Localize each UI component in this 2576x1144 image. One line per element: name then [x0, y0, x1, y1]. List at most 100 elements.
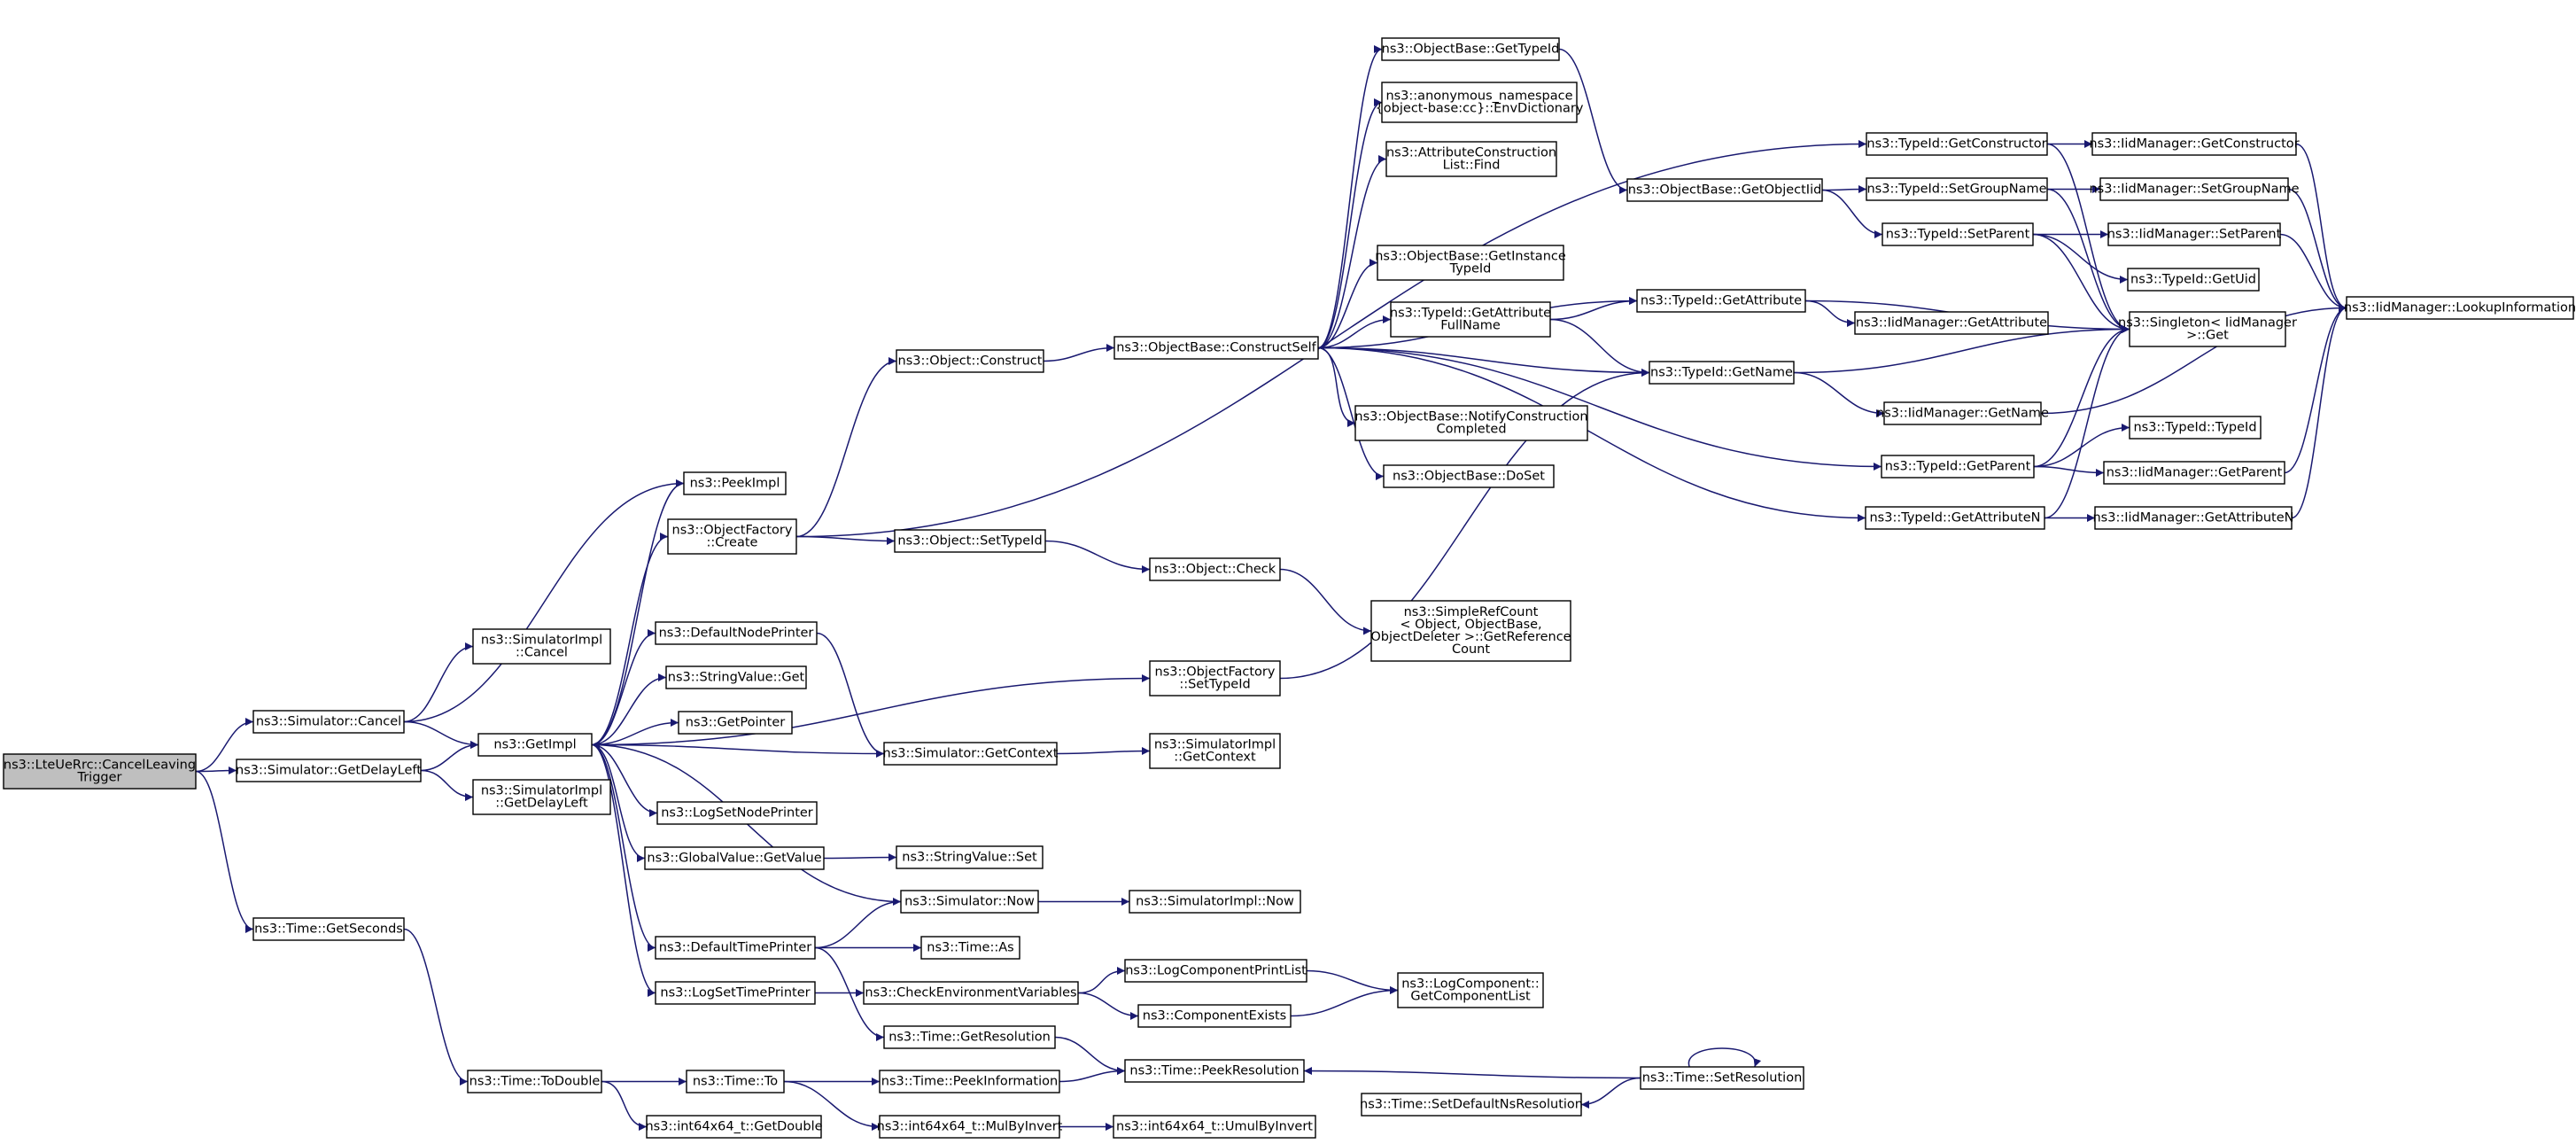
graph-node-simImplGetContext[interactable]: ns3::SimulatorImpl::GetContext	[1149, 733, 1281, 769]
graph-node-typeIdGetConstructor[interactable]: ns3::TypeId::GetConstructor	[1866, 132, 2048, 156]
graph-node-defaultNodePrinter[interactable]: ns3::DefaultNodePrinter	[655, 621, 818, 645]
node-label: Completed	[1436, 423, 1506, 437]
graph-node-peekImpl[interactable]: ns3::PeekImpl	[683, 471, 787, 495]
graph-node-objectSetTypeId[interactable]: ns3::Object::SetTypeId	[894, 529, 1046, 553]
node-label: ns3::IidManager::GetConstructor	[2089, 137, 2299, 152]
node-label: ns3::TypeId::GetUid	[2130, 273, 2256, 287]
node-label: ::GetContext	[1174, 751, 1256, 765]
node-box	[883, 1025, 1056, 1049]
call-edge-timeSetResolution-to-timeSetResolution	[1688, 1047, 1762, 1068]
graph-node-typeIdGetAttribute[interactable]: ns3::TypeId::GetAttribute	[1636, 289, 1806, 313]
graph-node-envDictionary[interactable]: ns3::anonymous_namespace{object-base:cc}…	[1376, 82, 1584, 123]
graph-node-typeIdGetAttributeN[interactable]: ns3::TypeId::GetAttributeN	[1865, 506, 2045, 530]
graph-node-timeTo[interactable]: ns3::Time::To	[686, 1070, 785, 1093]
graph-node-simGetDelayLeft[interactable]: ns3::Simulator::GetDelayLeft	[236, 759, 422, 782]
node-label: ns3::TypeId::GetParent	[1885, 460, 2031, 474]
graph-node-checkEnvVars[interactable]: ns3::CheckEnvironmentVariables	[863, 981, 1079, 1005]
graph-node-iidMgrGetName[interactable]: ns3::IidManager::GetName	[1876, 401, 2049, 425]
graph-node-typeIdGetName[interactable]: ns3::TypeId::GetName	[1649, 361, 1795, 385]
graph-node-iidMgrGetAttribute[interactable]: ns3::IidManager::GetAttribute	[1854, 311, 2049, 335]
graph-node-timeSetResolution[interactable]: ns3::Time::SetResolution	[1640, 1066, 1804, 1090]
graph-node-logComponentGetList[interactable]: ns3::LogComponent::GetComponentList	[1397, 972, 1544, 1008]
call-edge-objectConstruct-to-objBaseConstructSelf	[1043, 344, 1115, 362]
node-label: ns3::SimulatorImpl	[481, 784, 602, 798]
graph-node-timePeekResolution[interactable]: ns3::Time::PeekResolution	[1124, 1059, 1305, 1083]
graph-node-logSetTimePrinter[interactable]: ns3::LogSetTimePrinter	[655, 981, 816, 1005]
graph-node-componentExists[interactable]: ns3::ComponentExists	[1137, 1004, 1292, 1028]
graph-node-int64MulByInvert[interactable]: ns3::int64x64_t::MulByInvert	[877, 1115, 1063, 1139]
graph-node-iidMgrLookupInformation[interactable]: ns3::IidManager::LookupInformation	[2344, 296, 2576, 320]
graph-node-typeIdTypeId[interactable]: ns3::TypeId::TypeId	[2129, 416, 2262, 440]
graph-node-int64UmulByInvert[interactable]: ns3::int64x64_t::UmulByInvert	[1113, 1115, 1316, 1139]
call-edge-objectCheck-to-simpleRefCount	[1279, 568, 1372, 635]
call-edge-typeIdGetName-to-iidMgrGetName	[1793, 371, 1885, 417]
graph-node-objectCheck[interactable]: ns3::Object::Check	[1149, 557, 1281, 581]
graph-node-simpleRefCount[interactable]: ns3::SimpleRefCount< Object, ObjectBase,…	[1370, 600, 1571, 662]
node-label: ns3::GetPointer	[686, 716, 786, 730]
call-edge-globalValueGetValue-to-stringValueSet	[823, 853, 897, 862]
graph-node-timeAs[interactable]: ns3::Time::As	[920, 936, 1020, 960]
graph-node-simImplCancel[interactable]: ns3::SimulatorImpl::Cancel	[472, 628, 611, 665]
graph-node-objBaseGetObjectIid[interactable]: ns3::ObjectBase::GetObjectIid	[1626, 178, 1823, 202]
graph-node-timeGetResolution[interactable]: ns3::Time::GetResolution	[883, 1025, 1056, 1049]
node-label: ns3::anonymous_namespace	[1385, 89, 1572, 104]
call-edge-timeSetResolution-to-timePeekResolution	[1303, 1067, 1641, 1079]
graph-node-objFactorySetTypeId[interactable]: ns3::ObjectFactory::SetTypeId	[1149, 660, 1281, 697]
node-label: ns3::SimulatorImpl	[1154, 738, 1276, 752]
call-edge-iidMgrGetAttributeN-to-iidMgrLookupInformation	[2291, 304, 2347, 519]
graph-node-simGetContext[interactable]: ns3::Simulator::GetContext	[883, 742, 1059, 766]
graph-node-iidMgrSetGroupName[interactable]: ns3::IidManager::SetGroupName	[2089, 177, 2300, 201]
graph-node-simNow[interactable]: ns3::Simulator::Now	[900, 890, 1039, 914]
graph-node-iidMgrGetParent[interactable]: ns3::IidManager::GetParent	[2103, 461, 2285, 485]
graph-node-objFactoryCreate[interactable]: ns3::ObjectFactory::Create	[667, 518, 797, 555]
graph-node-simImplNow[interactable]: ns3::SimulatorImpl::Now	[1129, 890, 1301, 914]
graph-node-timeToDouble[interactable]: ns3::Time::ToDouble	[467, 1070, 602, 1093]
call-edge-typeIdSetGroupName-to-singletonGet	[2046, 188, 2130, 333]
graph-node-objBaseDoSet[interactable]: ns3::ObjectBase::DoSet	[1383, 464, 1555, 488]
node-label: FullName	[1440, 319, 1501, 333]
graph-node-int64GetDouble[interactable]: ns3::int64x64_t::GetDouble	[645, 1115, 823, 1139]
graph-node-stringValueGet[interactable]: ns3::StringValue::Get	[665, 665, 807, 689]
node-box	[1626, 178, 1823, 202]
call-edge-root-to-simGetDelayLeft	[195, 767, 237, 775]
node-box	[1129, 890, 1301, 914]
graph-node-defaultTimePrinter[interactable]: ns3::DefaultTimePrinter	[655, 936, 816, 960]
graph-node-logCompPrintList[interactable]: ns3::LogComponentPrintList	[1124, 959, 1307, 983]
graph-node-iidMgrGetConstructor[interactable]: ns3::IidManager::GetConstructor	[2089, 132, 2300, 156]
node-label: ns3::IidManager::SetGroupName	[2089, 183, 2299, 197]
graph-node-iidMgrGetAttributeN[interactable]: ns3::IidManager::GetAttributeN	[2092, 506, 2294, 530]
graph-node-simCancel[interactable]: ns3::Simulator::Cancel	[252, 710, 405, 734]
graph-node-objBaseConstructSelf[interactable]: ns3::ObjectBase::ConstructSelf	[1113, 336, 1319, 360]
graph-node-typeIdGetParent[interactable]: ns3::TypeId::GetParent	[1881, 455, 2035, 479]
graph-node-singletonGet[interactable]: ns3::Singleton< IidManager>::Get	[2118, 311, 2297, 347]
graph-node-objBaseNotifyConstructionCompleted[interactable]: ns3::ObjectBase::NotifyConstructionCompl…	[1354, 405, 1588, 441]
call-edge-simCancel-to-peekImpl	[403, 479, 685, 723]
node-label: ns3::StringValue::Set	[902, 851, 1037, 865]
graph-node-typeIdSetGroupName[interactable]: ns3::TypeId::SetGroupName	[1866, 177, 2048, 201]
graph-node-timePeekInformation[interactable]: ns3::Time::PeekInformation	[879, 1070, 1060, 1093]
graph-node-objectConstruct[interactable]: ns3::Object::Construct	[896, 349, 1044, 373]
call-edge-componentExists-to-logComponentGetList	[1290, 986, 1399, 1017]
graph-node-getPointer[interactable]: ns3::GetPointer	[678, 711, 793, 735]
graph-node-getImpl[interactable]: ns3::GetImpl	[477, 733, 593, 757]
node-label: ns3::Time::ToDouble	[469, 1075, 601, 1089]
graph-node-typeIdSetParent[interactable]: ns3::TypeId::SetParent	[1882, 222, 2034, 246]
node-box	[2103, 461, 2285, 485]
graph-node-simImplGetDelayLeft[interactable]: ns3::SimulatorImpl::GetDelayLeft	[472, 779, 611, 815]
graph-node-globalValueGetValue[interactable]: ns3::GlobalValue::GetValue	[644, 846, 825, 870]
graph-node-iidMgrSetParent[interactable]: ns3::IidManager::SetParent	[2107, 222, 2282, 246]
call-edge-typeIdSetParent-to-singletonGet	[2032, 233, 2130, 333]
node-label: ns3::IidManager::LookupInformation	[2344, 301, 2576, 315]
node-label: ns3::Time::SetDefaultNsResolution	[1360, 1098, 1583, 1112]
graph-node-typeIdGetUid[interactable]: ns3::TypeId::GetUid	[2127, 268, 2260, 292]
node-label: ns3::TypeId::GetAttribute	[1641, 294, 1802, 308]
graph-node-objBaseGetTypeId[interactable]: ns3::ObjectBase::GetTypeId	[1381, 37, 1560, 61]
graph-node-timeGetSeconds[interactable]: ns3::Time::GetSeconds	[252, 917, 405, 941]
graph-node-stringValueSet[interactable]: ns3::StringValue::Set	[896, 845, 1044, 869]
graph-node-timeSetDefaultNsResolution[interactable]: ns3::Time::SetDefaultNsResolution	[1360, 1093, 1583, 1117]
graph-node-logSetNodePrinter[interactable]: ns3::LogSetNodePrinter	[656, 801, 818, 825]
